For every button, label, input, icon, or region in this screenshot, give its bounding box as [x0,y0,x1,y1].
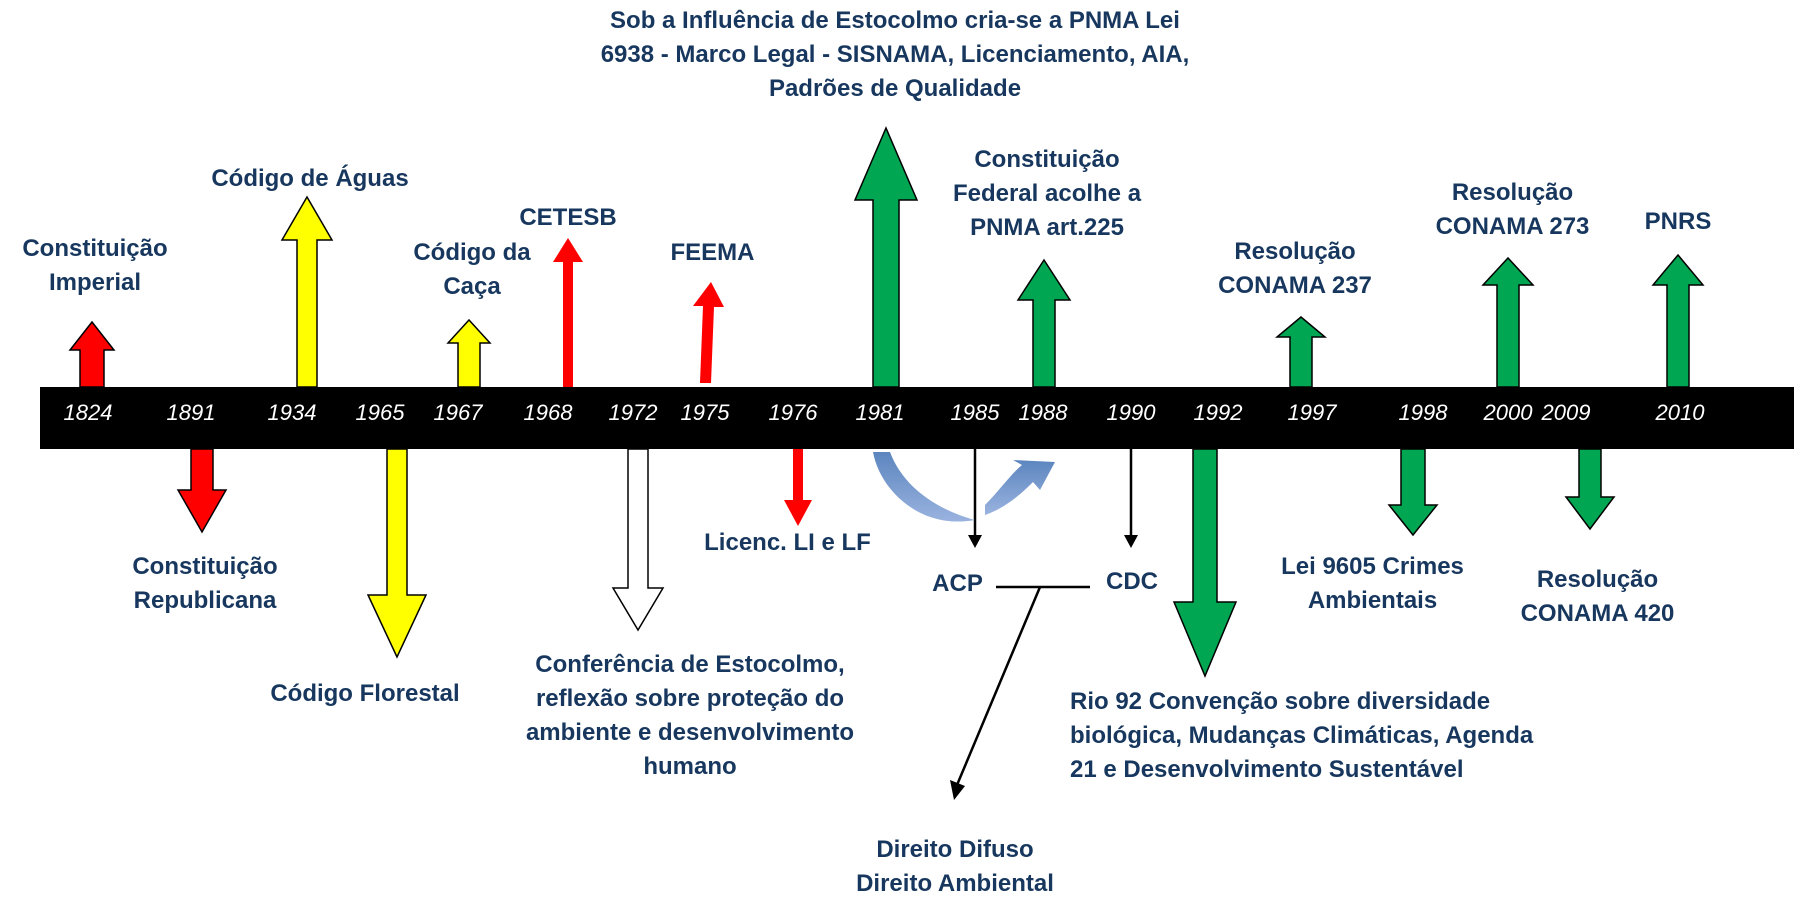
label-constituicao-republicana: Constituição Republicana [132,553,278,614]
label-conama-273: Resolução CONAMA 273 [1435,179,1590,240]
arrow-1967-up [446,318,492,388]
arrow-1998-down [1387,448,1439,537]
label-constituicao-federal: Constituição Federal acolhe a PNMA art.2… [952,146,1142,241]
label-feema: FEEMA [670,239,755,266]
label-rio92: Rio 92 Convenção sobre diversidade bioló… [1070,688,1534,783]
year-label-1967: 1967 [433,400,483,425]
year-label-2009: 2009 [1541,400,1591,425]
year-label-1992: 1992 [1193,400,1243,425]
label-cetesb: CETESB [519,204,617,231]
label-conama-237: Resolução CONAMA 237 [1218,238,1372,299]
year-label-1988: 1988 [1018,400,1068,425]
arrow-2010-up [1651,253,1705,388]
year-label-1965: 1965 [355,400,405,425]
label-codigo-aguas: Código de Águas [211,165,409,192]
arrow-1992-down [1172,448,1238,678]
label-conama-420: Resolução CONAMA 420 [1520,566,1675,627]
arrow-1988-up [1016,258,1072,388]
label-pnrs: PNRS [1644,208,1712,235]
year-label-1972: 1972 [608,400,658,425]
arrowhead-acp [968,535,982,548]
label-pnma: Sob a Influência de Estocolmo cria-se a … [600,7,1190,102]
arrow-1976-down [784,449,812,526]
year-label-2010: 2010 [1655,400,1705,425]
year-label-1824: 1824 [63,400,113,425]
year-label-1997: 1997 [1287,400,1337,425]
arrow-1891-down [176,448,228,534]
arrowhead-direito [950,780,965,800]
year-label-1975: 1975 [680,400,730,425]
arrow-2000-up [1481,256,1535,388]
arrowhead-cdc [1124,535,1138,548]
arrow-1934-up [280,195,334,388]
year-label-1968: 1968 [523,400,573,425]
label-lei-9605: Lei 9605 Crimes Ambientais [1281,553,1464,614]
year-label-1934: 1934 [267,400,317,425]
label-cdc: CDC [1106,568,1158,595]
label-estocolmo: Conferência de Estocolmo, reflexão sobre… [525,651,855,780]
label-licenc: Licenc. LI e LF [704,529,871,556]
timeline-bar [40,387,1794,449]
connector-direito [955,586,1042,786]
arrow-1975-up [693,282,724,383]
year-label-1990: 1990 [1106,400,1156,425]
arrow-1968-up [553,238,583,387]
arrow-2009-down [1564,448,1616,531]
year-label-2000: 2000 [1483,400,1533,425]
arrow-1824-up [68,320,116,388]
arrow-1965-down [366,448,428,659]
label-codigo-caca: Código da Caça [413,239,531,300]
label-codigo-florestal: Código Florestal [270,680,460,707]
year-label-1998: 1998 [1398,400,1448,425]
curved-arrow-left [873,452,975,522]
label-direito: Direito Difuso Direito Ambiental [856,836,1054,897]
year-label-1981: 1981 [855,400,905,425]
label-acp: ACP [932,570,983,597]
label-constituicao-imperial: Constituição Imperial [22,235,168,296]
year-label-1985: 1985 [950,400,1000,425]
year-label-1976: 1976 [768,400,818,425]
curved-arrow-right [985,460,1055,515]
arrow-1972-down [611,448,665,632]
year-label-1891: 1891 [166,400,216,425]
arrow-1997-up [1274,316,1328,388]
arrow-1981-up [853,126,919,388]
